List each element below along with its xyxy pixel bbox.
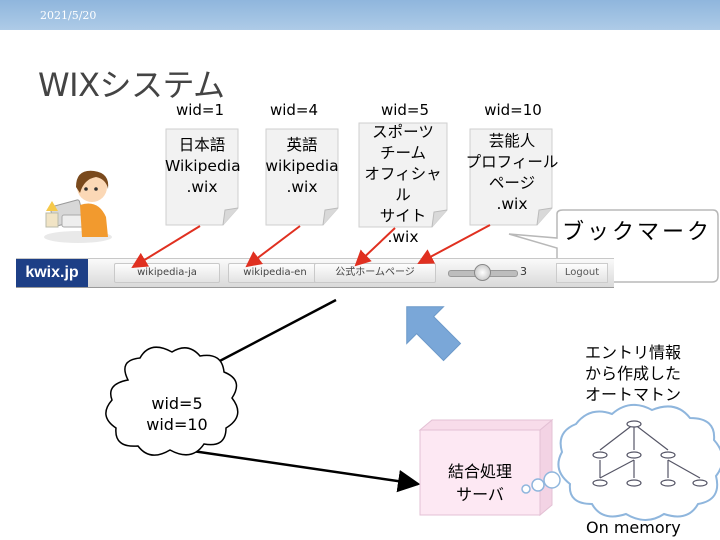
- memory-cloud: [557, 403, 720, 521]
- bookmark-tab-official-homepage[interactable]: 公式ホームページ: [314, 263, 436, 283]
- automaton-graph: [592, 420, 708, 487]
- user-illustration: [44, 170, 112, 243]
- wid-label: wid=5: [380, 101, 430, 119]
- red-arrow: [131, 225, 201, 269]
- automaton-line: エントリ情報: [585, 343, 682, 362]
- file-line: 芸能人: [488, 132, 536, 150]
- query-cloud-text: wid=5 wid=10: [122, 393, 232, 435]
- file-line: オフィシャル: [364, 165, 442, 204]
- bookmark-tab-wikipedia-en[interactable]: wikipedia-en: [228, 263, 322, 283]
- file-line: プロフィール: [465, 153, 559, 171]
- automaton-line: オートマトン: [585, 385, 682, 404]
- cloud-line: wid=5: [151, 394, 203, 413]
- file-line: .wix: [496, 195, 528, 213]
- wid-label: wid=10: [484, 101, 542, 119]
- zoom-slider-knob[interactable]: [474, 264, 491, 281]
- slide-title: WIXシステム: [38, 66, 225, 104]
- automaton-label: エントリ情報 から作成した オートマトン: [585, 342, 715, 405]
- kwix-toolbar: kwix.jp wikipedia-ja wikipedia-en 公式ホームペ…: [16, 258, 614, 288]
- server-line: サーバ: [456, 485, 504, 504]
- logout-button[interactable]: Logout: [556, 263, 608, 283]
- file-line: サイト: [379, 207, 427, 225]
- wix-file-ja: 日本語 Wikipedia .wix: [165, 128, 241, 226]
- file-line: .wix: [286, 178, 318, 196]
- merge-server-label: 結合処理 サーバ: [430, 460, 530, 506]
- cloud-line: wid=10: [146, 415, 208, 434]
- file-line: Wikipedia: [165, 157, 241, 175]
- wix-file-celebrity: 芸能人 プロフィール ページ .wix: [462, 128, 562, 226]
- wid-label: wid=4: [269, 101, 319, 119]
- file-line: wikipedia: [265, 157, 339, 175]
- file-line: .wix: [186, 178, 218, 196]
- wix-file-en: 英語 wikipedia .wix: [265, 128, 339, 226]
- wix-file-sports: スポーツ チーム オフィシャル サイト .wix: [358, 122, 448, 246]
- kwix-logo[interactable]: kwix.jp: [16, 259, 88, 287]
- file-line: .wix: [387, 228, 419, 246]
- file-line: チーム: [379, 144, 427, 162]
- query-cloud: [105, 346, 239, 456]
- server-line: 結合処理: [447, 462, 512, 481]
- on-memory-label: On memory: [586, 518, 681, 537]
- wid-label: wid=1: [175, 101, 225, 119]
- slide-date: 2021/5/20: [40, 9, 97, 22]
- header-bar: [0, 0, 720, 30]
- file-line: ページ: [488, 174, 536, 192]
- red-arrow: [245, 225, 301, 268]
- blue-arrow: [406, 306, 462, 362]
- merge-server: [418, 418, 554, 517]
- file-line: 英語: [286, 136, 318, 154]
- zoom-slider-value: 3: [520, 265, 527, 278]
- file-line: 日本語: [178, 136, 226, 154]
- red-arrow: [354, 227, 396, 267]
- automaton-line: から作成した: [585, 364, 682, 383]
- red-arrow: [417, 224, 491, 264]
- file-line: スポーツ: [372, 123, 434, 141]
- black-arrow: [171, 446, 421, 493]
- bookmark-callout-text: ブックマーク: [562, 220, 713, 245]
